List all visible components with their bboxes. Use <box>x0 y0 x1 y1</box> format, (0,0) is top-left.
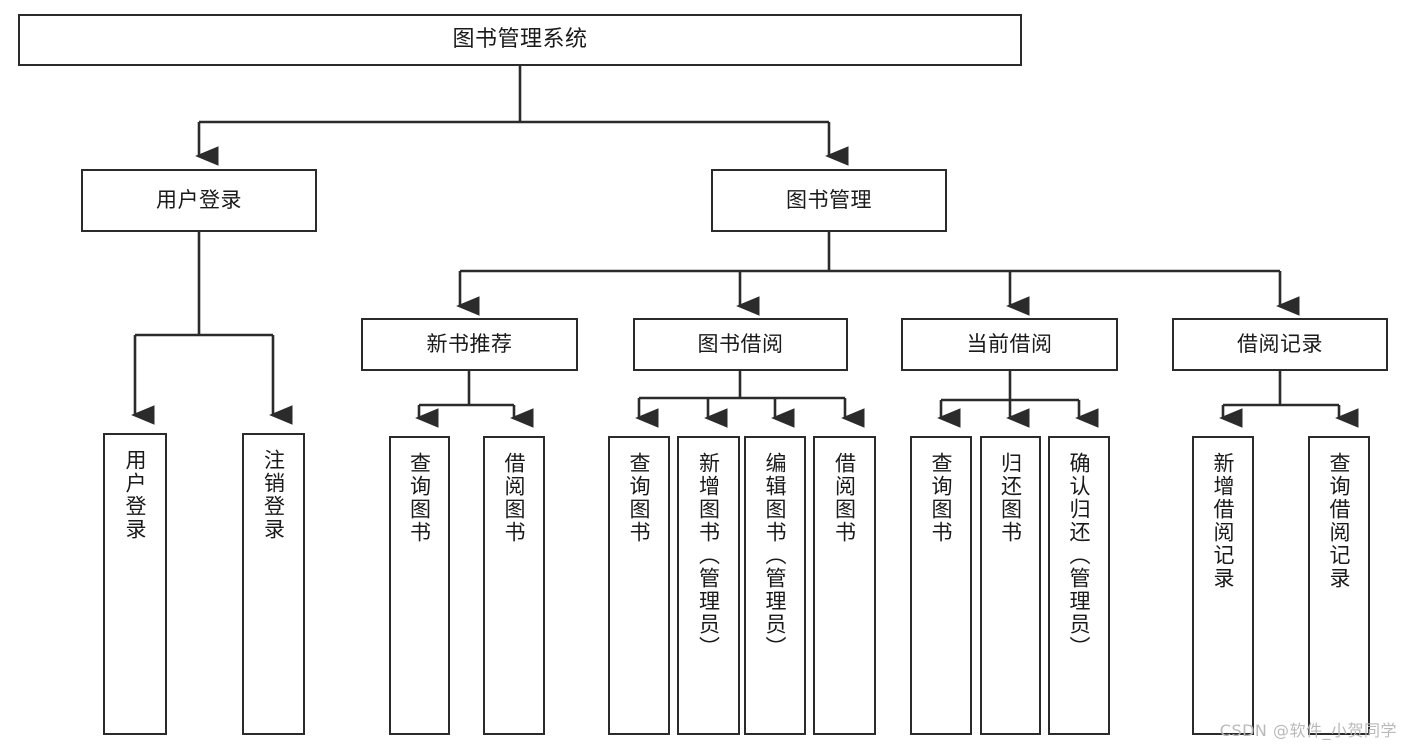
node-label: 图书管理 <box>786 188 872 213</box>
node-label: 查询图书 <box>929 452 954 544</box>
node-label: 图书借阅 <box>697 332 784 357</box>
node-label: 借阅图书 <box>832 452 857 544</box>
node-user-login[interactable]: 用户登录 <box>81 169 317 232</box>
node-label: 归还图书 <box>998 452 1023 544</box>
node-label: 新增借阅记录 <box>1211 452 1236 590</box>
node-label: 新增图书（管理员） <box>696 452 721 659</box>
leaf-user-logout[interactable]: 注销登录 <box>242 433 305 735</box>
node-new-book-recommend[interactable]: 新书推荐 <box>361 318 578 371</box>
node-borrow-record[interactable]: 借阅记录 <box>1172 318 1388 371</box>
leaf-recommend-query-book[interactable]: 查询图书 <box>389 436 450 735</box>
node-label: 注销登录 <box>261 449 286 541</box>
leaf-borrow-edit-book-admin[interactable]: 编辑图书（管理员） <box>744 436 806 735</box>
node-label: 当前借阅 <box>966 332 1053 357</box>
leaf-recommend-borrow-book[interactable]: 借阅图书 <box>483 436 545 735</box>
leaf-record-query-record[interactable]: 查询借阅记录 <box>1308 436 1370 735</box>
leaf-current-query-book[interactable]: 查询图书 <box>910 436 972 735</box>
node-label: 查询图书 <box>407 452 432 544</box>
leaf-current-confirm-return-admin[interactable]: 确认归还（管理员） <box>1048 436 1110 735</box>
node-label: 查询借阅记录 <box>1327 452 1352 590</box>
leaf-borrow-add-book-admin[interactable]: 新增图书（管理员） <box>677 436 740 735</box>
node-label: 借阅图书 <box>502 452 527 544</box>
leaf-borrow-query-book[interactable]: 查询图书 <box>608 436 670 735</box>
node-book-borrow[interactable]: 图书借阅 <box>633 318 848 371</box>
node-root-system[interactable]: 图书管理系统 <box>18 14 1022 66</box>
leaf-current-return-book[interactable]: 归还图书 <box>980 436 1041 735</box>
node-label: 查询图书 <box>627 452 652 544</box>
node-label: 新书推荐 <box>426 332 513 357</box>
leaf-borrow-borrow-book[interactable]: 借阅图书 <box>813 436 876 735</box>
node-current-borrow[interactable]: 当前借阅 <box>901 318 1118 371</box>
leaf-user-login[interactable]: 用户登录 <box>103 433 167 735</box>
node-label: 用户登录 <box>123 449 148 541</box>
node-label: 图书管理系统 <box>452 27 588 53</box>
node-label: 用户登录 <box>156 188 242 213</box>
node-book-management[interactable]: 图书管理 <box>711 169 947 232</box>
node-label: 借阅记录 <box>1237 332 1323 357</box>
csdn-watermark: CSDN @软件_小贺同学 <box>1219 721 1397 740</box>
node-label: 编辑图书（管理员） <box>763 452 788 659</box>
leaf-record-add-record[interactable]: 新增借阅记录 <box>1192 436 1254 735</box>
node-label: 确认归还（管理员） <box>1067 452 1092 659</box>
